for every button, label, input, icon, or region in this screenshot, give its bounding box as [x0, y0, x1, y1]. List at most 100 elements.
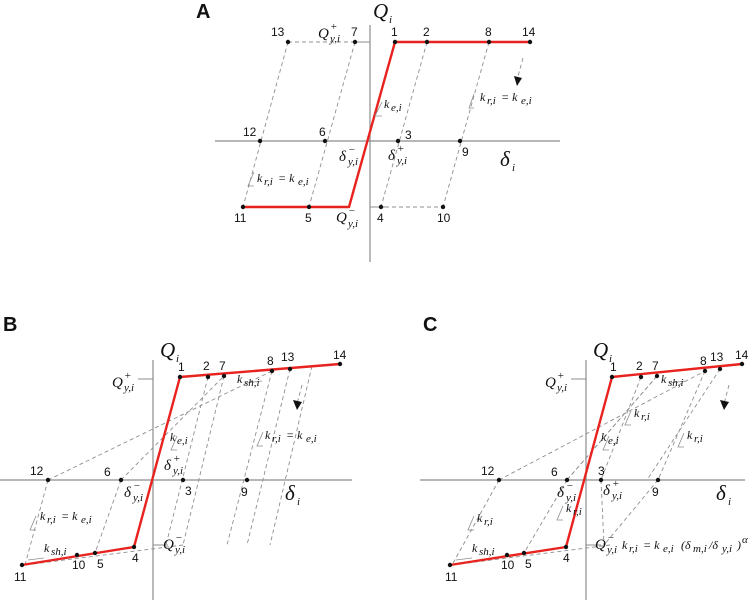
svg-text:k: k — [170, 430, 176, 444]
svg-text:y,i: y,i — [174, 544, 185, 556]
svg-text:Q: Q — [336, 210, 347, 226]
a-pt-2: 2 — [423, 25, 430, 39]
svg-text:e,i: e,i — [663, 543, 674, 555]
svg-text:k: k — [265, 428, 271, 442]
b-pt-10: 10 — [72, 558, 86, 572]
svg-text:y,i: y,i — [565, 492, 576, 504]
b-pt-7: 7 — [219, 359, 226, 373]
c-pt-1: 1 — [610, 360, 617, 374]
svg-text:y,i: y,i — [347, 218, 358, 230]
svg-text:y,i: y,i — [721, 543, 732, 555]
c-pt-2: 2 — [636, 359, 643, 373]
panel-c: C — [420, 314, 749, 600]
b-pt-4: 4 — [132, 551, 139, 565]
svg-text:= k: = k — [501, 90, 518, 104]
svg-text:+: + — [173, 453, 180, 465]
c-pt-13: 13 — [710, 350, 724, 364]
svg-text:e,i: e,i — [306, 433, 317, 445]
svg-text:r,i: r,i — [629, 543, 638, 555]
a-pt-11: 11 — [234, 211, 247, 225]
svg-text:sh,i: sh,i — [244, 377, 260, 389]
a-pt-3: 3 — [405, 128, 412, 142]
svg-text:(δ: (δ — [681, 538, 691, 552]
svg-text:−: − — [175, 532, 182, 544]
svg-text:r,i: r,i — [264, 176, 273, 188]
svg-text:y,i: y,i — [556, 382, 567, 394]
a-pt-8: 8 — [485, 25, 492, 39]
svg-text:y,i: y,i — [123, 382, 134, 394]
c-pt-4: 4 — [563, 551, 570, 565]
svg-text:i: i — [297, 496, 300, 508]
a-qy-pos-label: Q+y,i — [318, 21, 340, 45]
a-pt-1: 1 — [391, 25, 398, 39]
panel-a: A — [196, 0, 560, 262]
svg-text:−: − — [348, 144, 355, 156]
svg-text:−: − — [348, 205, 355, 217]
a-backbone-curve — [243, 40, 530, 209]
a-pt-13: 13 — [271, 25, 285, 39]
c-pt-6: 6 — [551, 465, 558, 479]
c-pt-5: 5 — [525, 557, 532, 571]
svg-text:= k: = k — [643, 538, 660, 552]
svg-text:r,i: r,i — [694, 433, 703, 445]
a-dy-neg-label: δ−y,i — [339, 144, 358, 168]
c-pt-14: 14 — [735, 348, 749, 362]
c-pt-8: 8 — [700, 354, 707, 368]
c-pt-11: 11 — [445, 570, 458, 584]
b-pt-11: 11 — [14, 570, 27, 584]
c-qy-pos-label: Q+y,i — [545, 370, 567, 394]
svg-text:δ: δ — [388, 148, 396, 164]
b-pt-2: 2 — [203, 359, 210, 373]
svg-text:k: k — [601, 430, 607, 444]
svg-text:+: + — [557, 370, 564, 382]
svg-text:δ: δ — [500, 147, 511, 171]
b-pt-5: 5 — [97, 557, 104, 571]
svg-text:y,i: y,i — [606, 544, 617, 556]
svg-text:i: i — [609, 353, 612, 365]
c-pt-7: 7 — [652, 359, 659, 373]
b-dy-neg-label: δ−y,i — [124, 480, 143, 504]
c-pt-10: 10 — [501, 558, 515, 572]
svg-text:= k: = k — [61, 509, 78, 523]
b-qy-neg-label: Q−y,i — [163, 532, 185, 556]
panel-b: B — [0, 314, 352, 600]
svg-text:y,i: y,i — [132, 492, 143, 504]
svg-text:k: k — [477, 511, 483, 525]
svg-text:i: i — [728, 496, 731, 508]
svg-text:r,i: r,i — [484, 516, 493, 528]
b-pt-1: 1 — [178, 360, 185, 374]
a-pt-7: 7 — [351, 25, 358, 39]
a-pt-5: 5 — [305, 211, 312, 225]
svg-text:α: α — [742, 534, 748, 546]
svg-text:sh,i: sh,i — [51, 546, 67, 558]
a-dy-pos-label: δ+y,i — [388, 143, 407, 167]
svg-text:k: k — [661, 372, 667, 386]
svg-text:Q: Q — [545, 375, 556, 391]
svg-text:i: i — [389, 14, 392, 26]
b-pt-14: 14 — [333, 348, 347, 362]
svg-text:i: i — [176, 353, 179, 365]
svg-text:r,i: r,i — [573, 506, 582, 518]
panel-c-label: C — [423, 314, 437, 336]
a-pt-10: 10 — [437, 211, 451, 225]
c-qy-neg-label: Q−y,i — [595, 532, 617, 556]
c-pt-3: 3 — [598, 464, 605, 478]
svg-text:r,i: r,i — [487, 95, 496, 107]
a-qy-neg-label: Q−y,i — [336, 205, 358, 230]
panel-a-label: A — [196, 1, 210, 23]
svg-text:Q: Q — [373, 0, 388, 23]
